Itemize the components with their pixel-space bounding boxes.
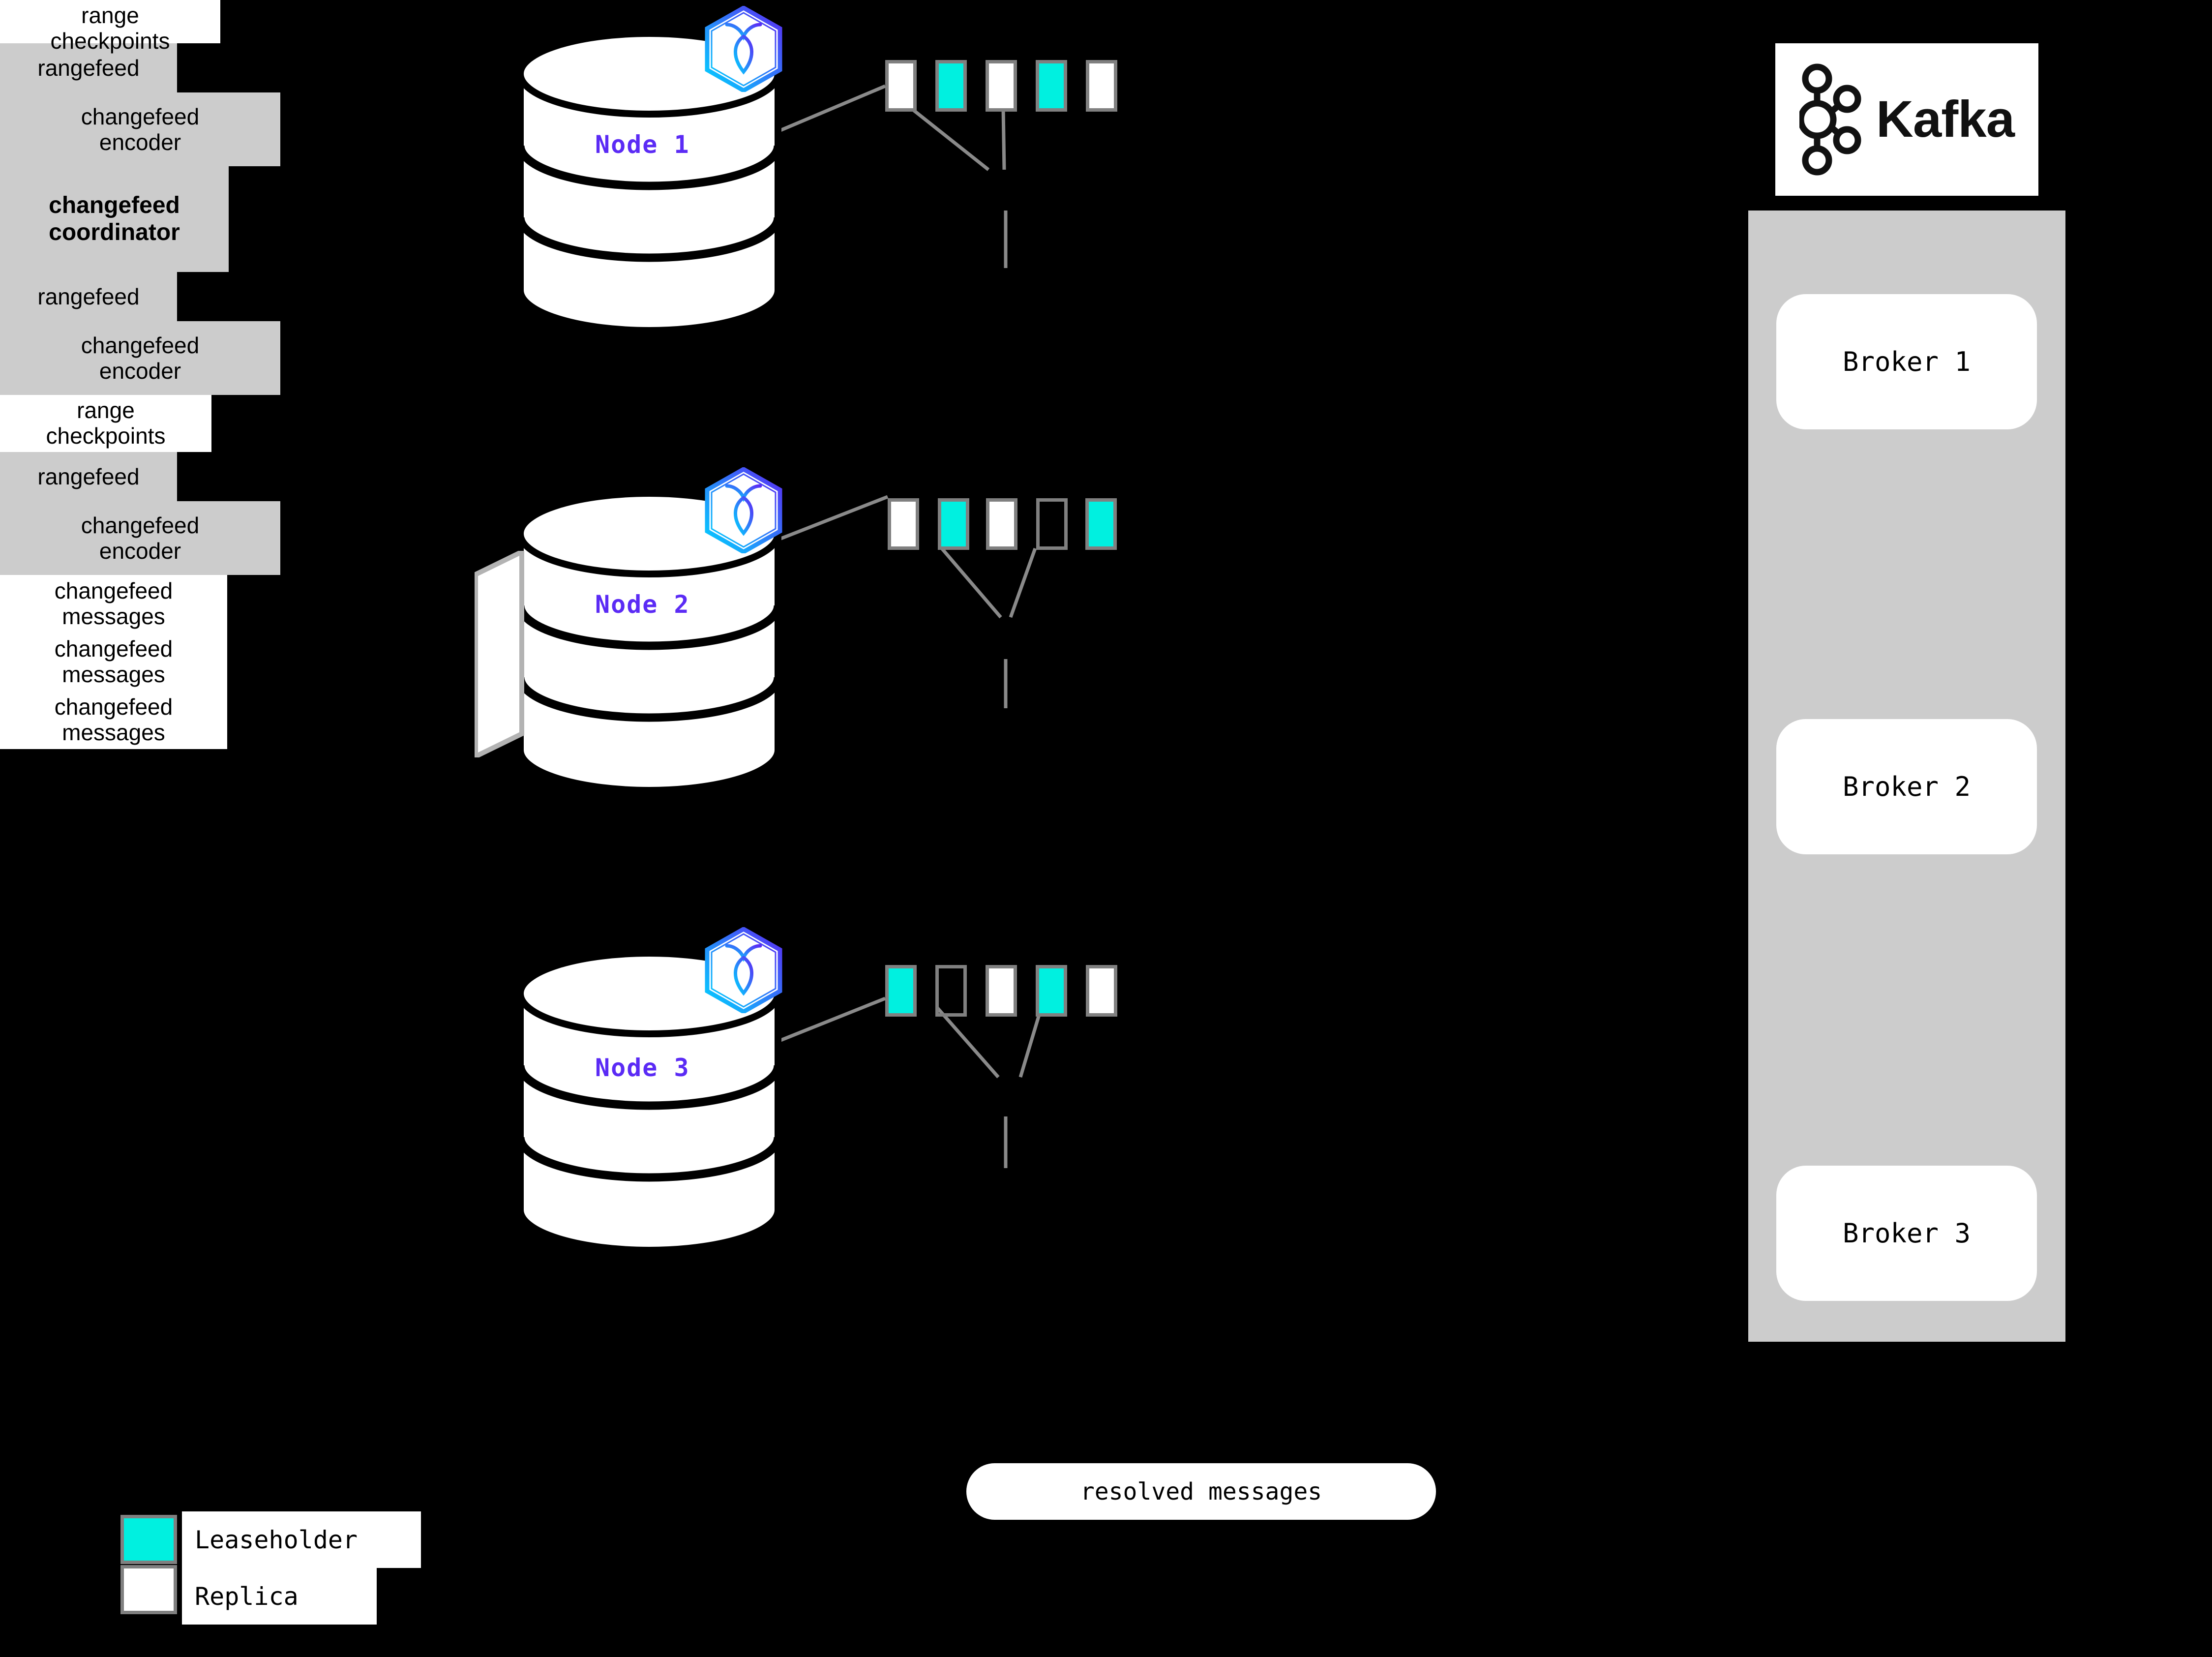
changefeed-messages-label-2: changefeed messages	[0, 633, 227, 691]
node-3-range-5[interactable]	[1086, 965, 1117, 1017]
node-2-range-5[interactable]	[1085, 498, 1117, 550]
node-2-rangefeed[interactable]: rangefeed	[0, 272, 177, 321]
node-2-cylinder	[516, 489, 782, 794]
node-1-range-3[interactable]	[986, 60, 1017, 112]
node-2-label: Node 2	[595, 590, 690, 619]
node-2-range-4[interactable]	[1036, 498, 1068, 550]
node-2-changefeed-encoder[interactable]: changefeed encoder	[0, 321, 280, 395]
coordinator-flag-shape	[473, 547, 553, 761]
node-2-range-3[interactable]	[986, 498, 1017, 550]
node-3-rangefeed[interactable]: rangefeed	[0, 452, 177, 501]
node-3-range-1[interactable]	[885, 965, 917, 1017]
node-1-range-checkpoints-label: range checkpoints	[0, 0, 220, 54]
node-1-range-1[interactable]	[885, 60, 917, 112]
legend-label-leaseholder: Leaseholder	[182, 1511, 421, 1568]
node-2-range-2[interactable]	[938, 498, 969, 550]
legend-swatch-leaseholder	[120, 1515, 177, 1564]
changefeed-coordinator-box[interactable]: changefeed coordinator	[0, 166, 229, 272]
changefeed-messages-label-3: changefeed messages	[0, 691, 227, 749]
changefeed-messages-label-1: changefeed messages	[0, 575, 227, 633]
node-2-range-1[interactable]	[888, 498, 919, 550]
kafka-logo-box: Kafka	[1775, 43, 2038, 196]
node-1-range-4[interactable]	[1036, 60, 1067, 112]
node-1-changefeed-encoder[interactable]: changefeed encoder	[0, 92, 280, 166]
kafka-wordmark: Kafka	[1876, 90, 2015, 148]
node-3-range-4[interactable]	[1036, 965, 1067, 1017]
node-1-label: Node 1	[595, 130, 690, 159]
resolved-messages-pill: resolved messages	[966, 1463, 1436, 1520]
cockroachdb-logo-icon	[703, 926, 784, 1015]
kafka-logo-icon	[1799, 63, 1861, 176]
node-1-range-5[interactable]	[1086, 60, 1117, 112]
cockroachdb-logo-icon	[703, 466, 784, 555]
node-1-rangefeed[interactable]: rangefeed	[0, 43, 177, 92]
legend-swatch-replica	[120, 1565, 177, 1614]
node-1-range-2[interactable]	[935, 60, 967, 112]
legend-label-replica: Replica	[182, 1568, 377, 1625]
node-3-range-2[interactable]	[935, 965, 967, 1017]
broker-1[interactable]: Broker 1	[1776, 294, 2037, 429]
node-3-changefeed-encoder[interactable]: changefeed encoder	[0, 501, 280, 575]
broker-2[interactable]: Broker 2	[1776, 719, 2037, 854]
node-3-label: Node 3	[595, 1054, 690, 1082]
broker-3[interactable]: Broker 3	[1776, 1166, 2037, 1301]
cockroachdb-logo-icon	[703, 5, 784, 94]
kafka-out-arrow	[2064, 331, 2088, 355]
node-3-range-3[interactable]	[986, 965, 1017, 1017]
node-3-range-checkpoints-label: range checkpoints	[0, 395, 211, 452]
